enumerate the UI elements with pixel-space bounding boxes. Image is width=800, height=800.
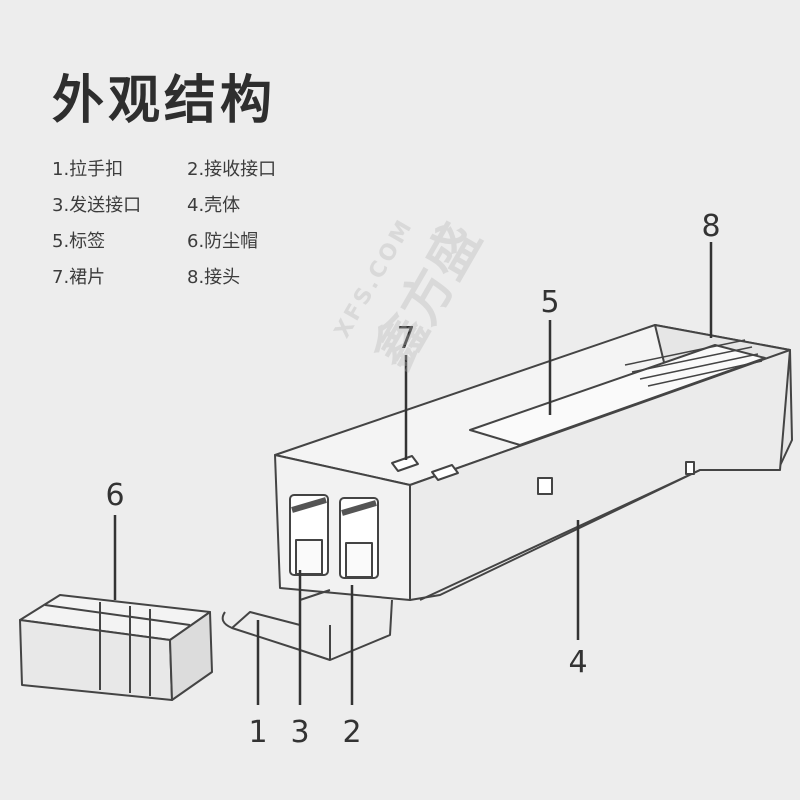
legend-item-pull-tab: 1.拉手扣	[52, 159, 124, 180]
legend-item-connector: 8.接头	[187, 267, 241, 288]
dust-cap-shape	[19, 594, 213, 701]
legend-item-label: 5.标签	[52, 231, 106, 252]
leader-lines	[113, 242, 713, 705]
pull-tab-bail	[221, 589, 393, 661]
callout-3: 3	[290, 715, 309, 750]
callout-4: 4	[568, 645, 587, 680]
callout-5: 5	[540, 285, 559, 320]
legend-item-dust-cap: 6.防尘帽	[187, 231, 259, 252]
legend-item-transmit-port: 3.发送接口	[52, 195, 142, 216]
callout-8: 8	[701, 209, 720, 244]
label-area	[469, 344, 766, 446]
parts-legend: 1.拉手扣 2.接收接口 3.发送接口 4.壳体 5.标签 6.防尘帽 7.裙片…	[52, 158, 347, 290]
connector-ribs	[624, 339, 763, 387]
page-title: 外观结构	[52, 71, 277, 131]
legend-item-receive-port: 2.接收接口	[187, 159, 277, 180]
front-face	[274, 454, 411, 601]
callout-6: 6	[105, 478, 124, 513]
callout-7: 7	[396, 321, 415, 356]
callout-1: 1	[248, 715, 267, 750]
skirt-tabs	[391, 455, 459, 481]
callout-2: 2	[342, 715, 361, 750]
legend-item-skirt: 7.裙片	[52, 267, 106, 288]
legend-item-housing: 4.壳体	[187, 195, 241, 216]
